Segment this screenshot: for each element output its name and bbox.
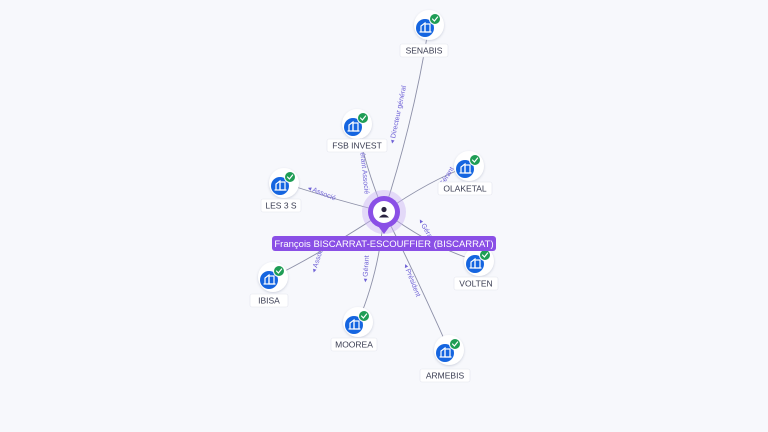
company-name: LES 3 S <box>265 201 297 211</box>
status-badge <box>273 265 285 277</box>
check-icon <box>471 157 479 163</box>
building-icon <box>439 346 452 358</box>
building-icon <box>274 179 287 191</box>
company-node-armebis[interactable]: ARMEBIS <box>419 335 471 383</box>
status-badge <box>469 154 481 166</box>
status-badge <box>357 112 369 124</box>
person-name: François BISCARRAT-ESCOUFFIER (BISCARRAT… <box>274 239 493 250</box>
company-label-bg <box>399 43 449 58</box>
check-icon <box>359 115 367 121</box>
company-node-senabis[interactable]: SENABIS <box>399 10 449 58</box>
company-label-bg <box>249 293 289 308</box>
company-name: VOLTEN <box>459 279 492 289</box>
edge-label-senabis: ◂ Directeur général <box>389 85 408 145</box>
building-icon <box>263 273 276 285</box>
check-icon <box>431 16 439 22</box>
edge-label-les-3-s: ◂ Associé <box>307 185 337 203</box>
company-name: ARMEBIS <box>426 371 465 381</box>
company-name: IBISA <box>258 296 280 306</box>
person-name-badge <box>272 236 496 251</box>
person-node[interactable]: François BISCARRAT-ESCOUFFIER (BISCARRAT… <box>272 190 496 251</box>
building-icon <box>419 21 432 33</box>
edge-armebis <box>383 211 450 351</box>
check-icon <box>275 268 283 274</box>
building-icon <box>348 318 361 330</box>
company-name: MOOREA <box>335 340 373 350</box>
company-node-ibisa[interactable]: IBISA <box>249 262 289 308</box>
check-icon <box>286 174 294 180</box>
company-node-les-3-s[interactable]: LES 3 S <box>260 168 302 213</box>
building-icon <box>347 120 360 132</box>
company-node-moorea[interactable]: MOOREA <box>330 307 378 352</box>
check-icon <box>360 313 368 319</box>
company-name: FSB INVEST <box>332 141 382 151</box>
company-name: SENABIS <box>406 46 443 56</box>
company-nodes-layer: SENABIS FSB INVEST OLAKETAL LES 3 S VOLTEN IB… <box>249 10 499 383</box>
status-badge <box>358 310 370 322</box>
person-node-pointer <box>378 226 390 234</box>
edge-label-moorea: ◂ Gérant <box>362 255 371 282</box>
check-icon <box>451 341 459 347</box>
status-badge <box>479 249 491 261</box>
status-badge <box>284 171 296 183</box>
company-label-bg <box>330 337 378 352</box>
company-node-volten[interactable]: VOLTEN <box>453 246 499 291</box>
status-badge <box>429 13 441 25</box>
company-label-bg <box>260 198 302 213</box>
company-label-bg <box>326 138 388 153</box>
status-badge <box>449 338 461 350</box>
company-label-bg <box>437 181 493 196</box>
company-label-bg <box>453 276 499 291</box>
building-icon <box>469 257 482 269</box>
company-label-bg <box>419 368 471 383</box>
building-icon <box>459 162 472 174</box>
check-icon <box>481 252 489 258</box>
company-node-olaketal[interactable]: OLAKETAL <box>437 151 493 196</box>
company-node-fsb-invest[interactable]: FSB INVEST <box>326 109 388 153</box>
company-name: OLAKETAL <box>443 184 487 194</box>
person-icon <box>379 206 389 218</box>
